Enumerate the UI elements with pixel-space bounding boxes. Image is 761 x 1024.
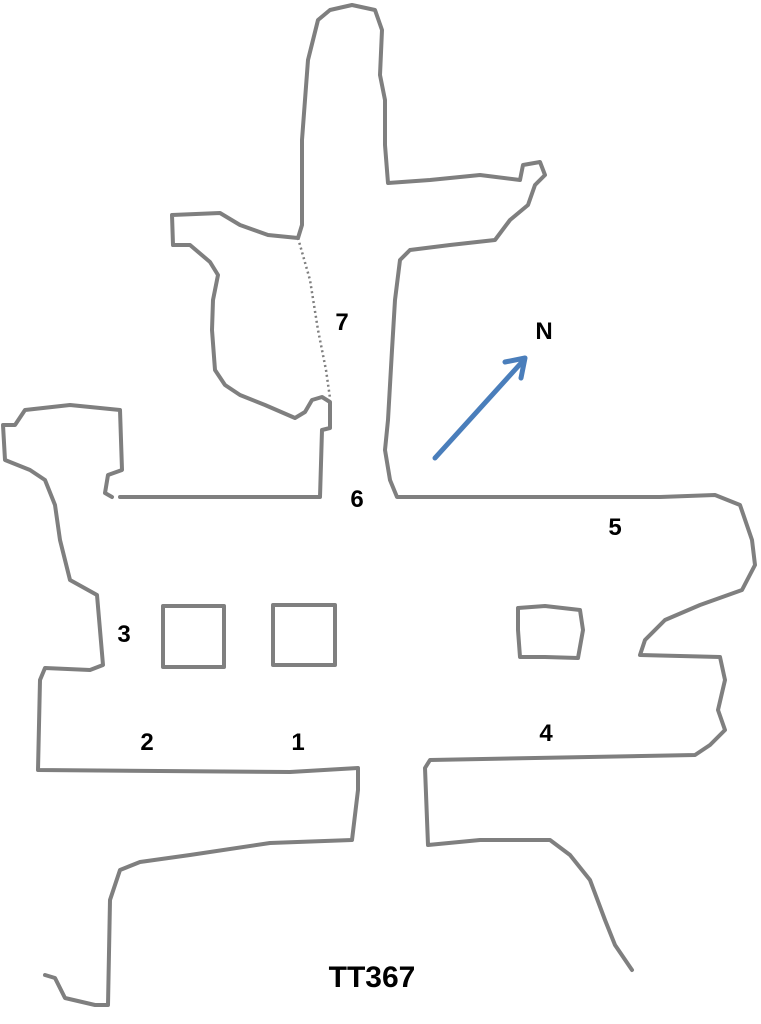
label-5: 5 bbox=[608, 514, 622, 541]
pillar-2 bbox=[271, 603, 337, 667]
wall-upper-outline bbox=[118, 3, 757, 972]
label-3: 3 bbox=[117, 621, 131, 648]
pillar-1 bbox=[161, 604, 226, 669]
north-arrow-shaft bbox=[432, 359, 525, 461]
wall-left-outline bbox=[1, 403, 360, 1007]
north-arrow-icon bbox=[502, 355, 528, 381]
pillar-3 bbox=[516, 604, 585, 660]
label-6: 6 bbox=[350, 486, 364, 513]
label-1: 1 bbox=[291, 729, 305, 756]
label-4: 4 bbox=[539, 720, 553, 747]
dotted-boundary bbox=[296, 237, 332, 399]
label-2: 2 bbox=[140, 729, 154, 756]
diagram-title: TT367 bbox=[328, 961, 416, 994]
north-label: N bbox=[535, 318, 553, 345]
label-7: 7 bbox=[335, 309, 349, 336]
